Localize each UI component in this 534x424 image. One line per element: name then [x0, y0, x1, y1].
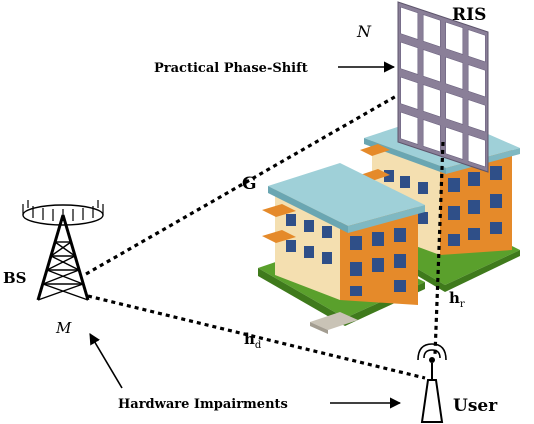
- ris-element: [445, 126, 464, 160]
- arrow-hardware-bs: [89, 333, 123, 389]
- hr-label: hr: [449, 289, 465, 310]
- hr-label-sub: r: [460, 299, 465, 310]
- n-label: N: [356, 22, 372, 41]
- base-station-icon: [22, 200, 104, 301]
- ris-element: [467, 29, 486, 63]
- ris-panel: [397, 1, 489, 173]
- user-label: User: [453, 396, 498, 416]
- ris-element: [445, 21, 464, 55]
- ris-element: [467, 134, 486, 168]
- ris-element: [422, 119, 441, 153]
- ris-element: [422, 49, 441, 83]
- ris-element: [400, 41, 419, 75]
- user-device-icon: [417, 343, 447, 423]
- m-label: M: [55, 319, 72, 337]
- ris-element: [400, 111, 419, 145]
- link-hd: [87, 294, 426, 380]
- hd-label-base: h: [244, 330, 255, 348]
- ris-element: [467, 99, 486, 133]
- ris-element: [422, 14, 441, 48]
- channel-links: [85, 93, 445, 380]
- ris-element: [445, 91, 464, 125]
- hr-label-base: h: [449, 289, 460, 307]
- link-g: [85, 93, 399, 276]
- link-hr: [433, 141, 445, 356]
- annotation-arrows: [89, 61, 402, 409]
- hd-label: hd: [244, 330, 262, 351]
- ris-label: RIS: [452, 5, 486, 25]
- bs-label: BS: [3, 269, 27, 287]
- hardware-impairments-label: Hardware Impairments: [118, 397, 288, 412]
- hd-label-sub: d: [255, 340, 262, 351]
- ris-element: [467, 64, 486, 98]
- g-label: G: [242, 174, 257, 194]
- practical-phase-shift-label: Practical Phase-Shift: [154, 61, 308, 76]
- ris-element: [400, 76, 419, 110]
- ris-element: [445, 56, 464, 90]
- ris-element: [400, 6, 419, 40]
- ris-element: [422, 84, 441, 118]
